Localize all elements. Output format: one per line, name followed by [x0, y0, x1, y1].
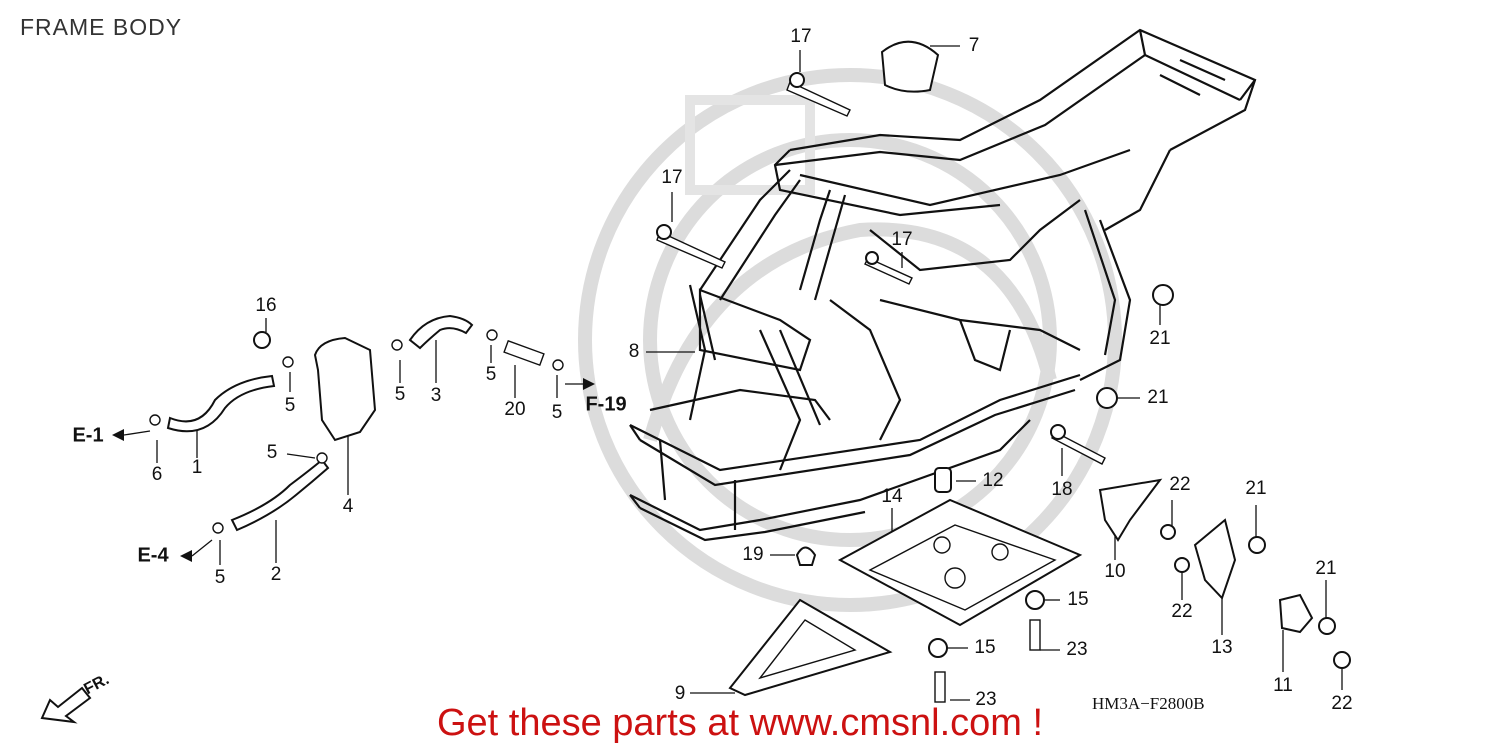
page-title: FRAME BODY	[20, 14, 183, 40]
callout-21: 21	[1245, 478, 1267, 499]
callout-5: 5	[284, 395, 296, 416]
frame-body	[629, 28, 1257, 542]
reference-arrows	[112, 378, 595, 562]
small-parts	[149, 40, 1351, 703]
callout-22: 22	[1169, 474, 1191, 495]
callout-23: 23	[975, 689, 997, 710]
callout-7: 7	[968, 35, 980, 56]
callout-6: 6	[151, 464, 163, 485]
callout-21: 21	[1147, 387, 1169, 408]
callout-9: 9	[674, 683, 686, 704]
callout-3: 3	[430, 385, 442, 406]
callout-15: 15	[974, 637, 996, 658]
callout-5: 5	[394, 384, 406, 405]
callout-8: 8	[628, 341, 640, 362]
callout-1: 1	[191, 457, 203, 478]
watermark-logo	[578, 68, 1122, 612]
callout-23: 23	[1066, 639, 1088, 660]
callout-17: 17	[661, 167, 683, 188]
callout-14: 14	[881, 486, 903, 507]
leader-lines	[156, 45, 1343, 701]
callout-13: 13	[1211, 637, 1233, 658]
callout-5: 5	[551, 402, 563, 423]
callout-2: 2	[270, 564, 282, 585]
callout-5: 5	[214, 567, 226, 588]
callout-12: 12	[982, 470, 1004, 491]
callout-15: 15	[1067, 589, 1089, 610]
callout-17: 17	[891, 229, 913, 250]
callout-10: 10	[1104, 561, 1126, 582]
callout-4: 4	[342, 496, 354, 517]
callout-17: 17	[790, 26, 812, 47]
callout-20: 20	[504, 399, 526, 420]
front-direction-arrow	[40, 686, 92, 724]
callout-19: 19	[742, 544, 764, 565]
parts-link-banner[interactable]: Get these parts at www.cmsnl.com !	[436, 702, 1044, 744]
callout-21: 21	[1315, 558, 1337, 579]
callout-11: 11	[1273, 675, 1293, 696]
ref-e4: E-4	[137, 544, 169, 567]
callout-22: 22	[1171, 601, 1193, 622]
ref-e1: E-1	[72, 424, 104, 447]
callout-21: 21	[1149, 328, 1171, 349]
callout-16: 16	[255, 295, 277, 316]
ref-f19: F-19	[585, 393, 627, 416]
callout-5: 5	[485, 364, 497, 385]
callout-5: 5	[266, 442, 278, 463]
callout-22: 22	[1331, 693, 1353, 714]
diagram-code: HM3A−F2800B	[1092, 694, 1205, 713]
callout-18: 18	[1051, 479, 1073, 500]
